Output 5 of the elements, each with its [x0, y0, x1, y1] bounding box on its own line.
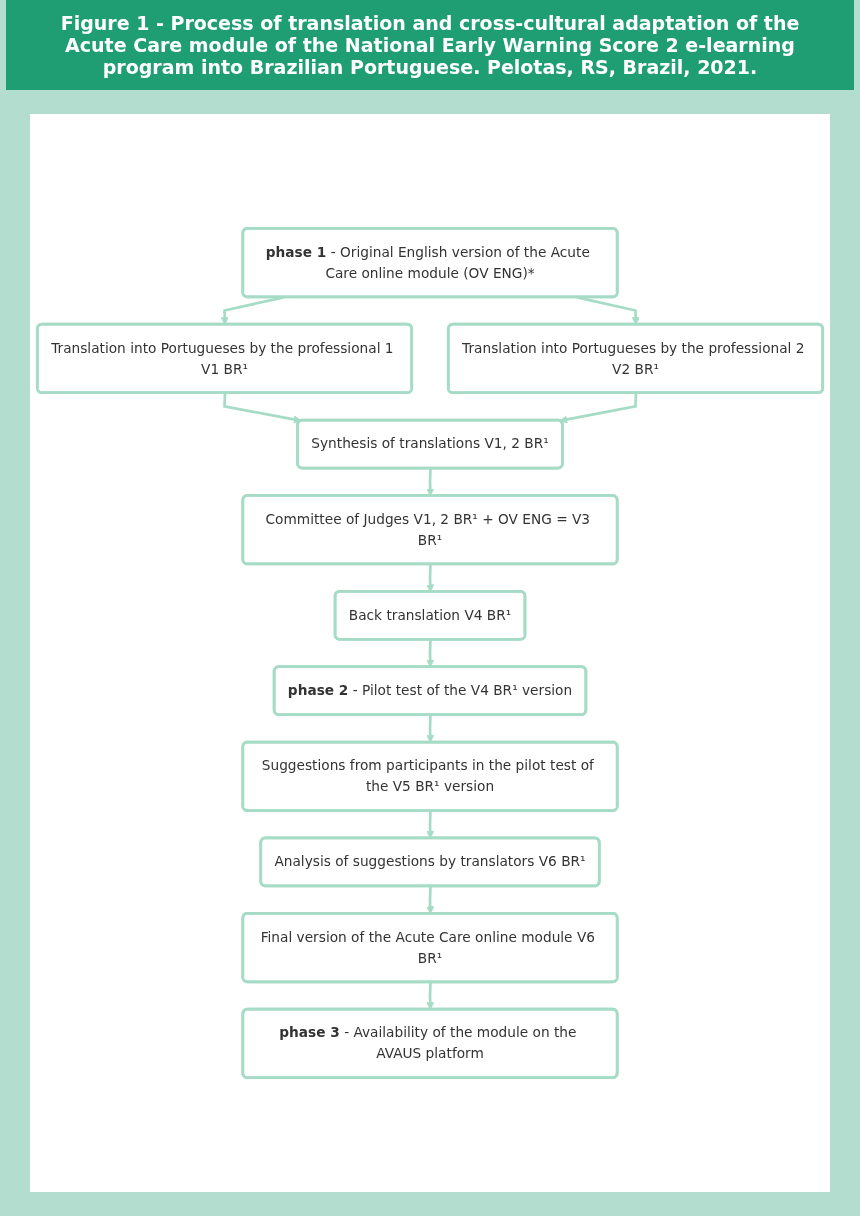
arrow — [559, 393, 638, 424]
arrow — [426, 982, 435, 1010]
figure-title: Figure 1 - Process of translation and cross-cultural adaptation of the Acute Care module of the National Early Warning Score 2 e-learning program into Brazilian Portuguese. Pelotas, RS, Brazil, 2021. — [6, 0, 854, 90]
arrow — [223, 393, 302, 424]
arrow — [426, 715, 435, 743]
